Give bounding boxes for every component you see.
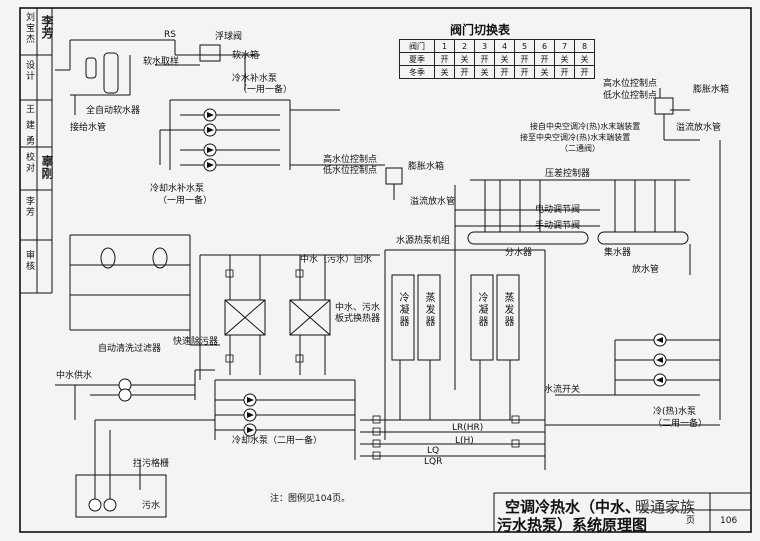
drain-pipe-label: 放水管	[632, 265, 660, 275]
valve-icon	[225, 354, 234, 363]
table-row: 冬季 关开 关开 开关 开开	[399, 65, 595, 79]
pump-icon	[103, 498, 117, 512]
distributor-label: 分水器	[505, 248, 533, 258]
valve-icon	[372, 439, 381, 448]
auto-filter-2	[152, 247, 168, 269]
lr-hr-label: LR(HR)	[452, 423, 484, 433]
plate-hx-label: 中水、污水板式换热器	[335, 303, 381, 324]
l-h-label: L(H)	[455, 436, 474, 446]
page-label: 页	[686, 516, 696, 526]
evaporator-unit-1	[417, 274, 441, 361]
softwater-pump-label: 冷水补水泵	[232, 74, 278, 84]
valve-icon	[295, 354, 304, 363]
table-row: 夏季 开关 开关 开开 关关	[399, 52, 595, 66]
legend-note: 注：图例见104页。	[270, 494, 351, 504]
manual-valve-label: 手动调节阀	[535, 221, 581, 231]
valve-icon	[372, 427, 381, 436]
hi-ctrl-right-label: 高水位控制点	[603, 79, 658, 89]
approval-cell: 李芳	[24, 196, 34, 218]
condenser-label-2: 冷凝器	[476, 292, 487, 328]
softener-tank-2	[103, 52, 119, 94]
condenser-unit-1	[391, 274, 415, 361]
valve-table-title: 阀门切换表	[450, 23, 511, 37]
approval-cell: 刘宝杰	[24, 12, 34, 45]
evaporator-label-2: 蒸发器	[502, 292, 513, 328]
central-ac-return-label: 接至中央空调冷(热)水末端装置	[520, 133, 631, 142]
flow-switch-label: 水流开关	[544, 385, 581, 395]
signature-1: 辜刚	[40, 155, 54, 179]
signature-2: 李芳	[40, 15, 54, 39]
trash-grille-label: 拦污格栅	[133, 459, 170, 469]
chilled-pump-spare-label: （二用一备）	[653, 419, 708, 429]
approval-cell: 校对	[24, 152, 34, 174]
auto-filter-label: 自动清洗过滤器	[98, 344, 162, 354]
evaporator-label-1: 蒸发器	[423, 292, 434, 328]
valve-icon	[372, 415, 381, 424]
collector	[597, 231, 689, 245]
plate-heat-exchanger-1	[224, 299, 266, 336]
drawing-title-line2: 污水热泵）系统原理图	[497, 516, 648, 534]
overflow-right-label: 溢流放水管	[676, 123, 722, 133]
reclaimed-supply-label: 中水供水	[56, 371, 93, 381]
expansion-tank-mid	[385, 167, 403, 185]
watermark-text: 暖通家族	[635, 498, 696, 516]
valve-icon	[372, 451, 381, 460]
soft-water-tank	[199, 44, 221, 62]
valve-icon	[295, 269, 304, 278]
lqr-label: LQR	[424, 457, 443, 467]
spare-label-2: （一用一备）	[158, 196, 213, 206]
motor-valve-label: 电动调节阀	[535, 205, 581, 215]
drawing-title-line1: 空调冷热水（中水、	[505, 498, 641, 516]
condenser-label-1: 冷凝器	[397, 292, 408, 328]
evaporator-unit-2	[496, 274, 520, 361]
expansion-tank-label: 膨胀水箱	[408, 162, 445, 172]
pump-icon	[88, 498, 102, 512]
two-way-valve-label: （二通阀）	[560, 144, 600, 153]
pump-icon	[118, 388, 132, 402]
expansion-tank-right	[654, 97, 674, 115]
fast-filter-label: 快速除污器	[173, 337, 219, 347]
level-relay-lo-label: 低水位控制点	[323, 166, 378, 176]
distributor	[467, 231, 589, 245]
soft-tank-label: 软水箱	[232, 51, 260, 61]
title-block	[493, 492, 752, 533]
cooling-water-pump-label: 冷却水泵（二用一备）	[232, 436, 323, 446]
approval-cell: 审核	[24, 250, 34, 272]
outer-frame	[19, 7, 752, 533]
chilled-pump-label: 冷(热)水泵	[653, 407, 697, 417]
soft-device-label: 全自动软水器	[86, 106, 141, 116]
float-valve-label: 浮球阀	[215, 32, 243, 42]
supply-pipe-label: 接给水管	[70, 123, 107, 133]
lo-ctrl-right-label: 低水位控制点	[603, 91, 658, 101]
spare-label-1: （一用一备）	[238, 85, 293, 95]
reclaimed-return-label: 中水（污水）回水	[300, 255, 373, 265]
valve-icon	[511, 439, 520, 448]
pressure-ctrl-label: 压差控制器	[545, 169, 591, 179]
plate-heat-exchanger-2	[289, 299, 331, 336]
approval-cell: 设计	[24, 60, 34, 82]
collector-label: 集水器	[604, 248, 632, 258]
expansion-tank-right-label: 膨胀水箱	[693, 85, 730, 95]
level-relay-hi-label: 高水位控制点	[323, 155, 378, 165]
auto-filter-1	[100, 247, 116, 269]
valve-icon	[225, 269, 234, 278]
page-number: 106	[720, 516, 738, 526]
rs-label: RS	[164, 30, 176, 40]
cooling-makeup-pump-label: 冷却水补水泵	[150, 184, 205, 194]
softener-tank-1	[85, 57, 97, 79]
sewage-pit	[75, 474, 167, 518]
soft-sample-label: 软水取样	[143, 57, 180, 67]
central-ac-supply-label: 接自中央空调冷(热)水末端装置	[530, 122, 641, 131]
approval-cell: 王 建 勇	[24, 104, 34, 147]
sewage-label: 污水	[142, 501, 161, 511]
condenser-unit-2	[470, 274, 494, 361]
valve-icon	[511, 415, 520, 424]
heat-pump-unit-label: 水源热泵机组	[396, 236, 451, 246]
lq-label: LQ	[427, 446, 440, 456]
overflow-label: 溢流放水管	[410, 197, 456, 207]
